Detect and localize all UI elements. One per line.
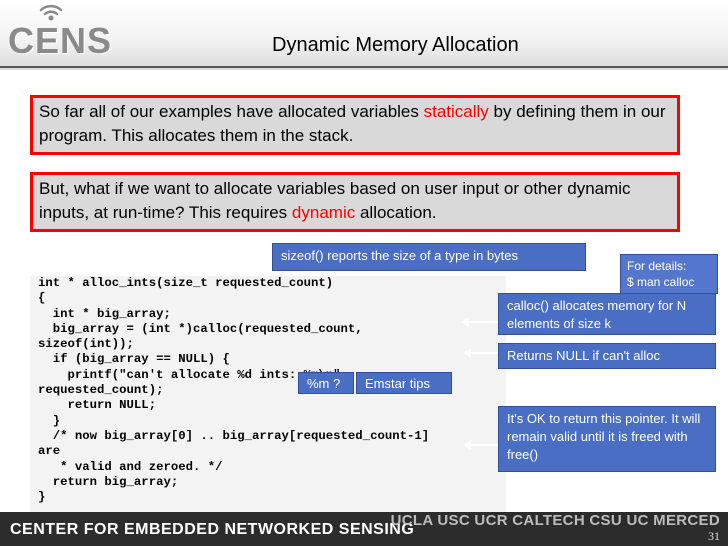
page-number: 31 <box>708 529 720 543</box>
ok-return-arrow <box>463 440 498 450</box>
footer-org-name: CENTER FOR EMBEDDED NETWORKED SENSING <box>10 521 415 538</box>
logo-text: CENS <box>8 20 113 61</box>
title-divider <box>0 66 728 68</box>
details-note-line2: $ man calloc <box>627 275 695 289</box>
code-line: } <box>38 413 61 428</box>
calloc-callout-text: calloc() allocates memory for N elements… <box>507 298 687 331</box>
slide-header: CENS Dynamic Memory Allocation <box>0 0 728 70</box>
code-line: return NULL; <box>38 398 157 413</box>
static-allocation-box: So far all of our examples have allocate… <box>30 95 680 155</box>
percent-m-tip: %m ? <box>298 372 354 394</box>
code-line: if (big_array == NULL) { <box>38 352 230 367</box>
emstar-tips-callout: Emstar tips <box>356 372 452 394</box>
slide-title: Dynamic Memory Allocation <box>272 34 519 56</box>
calloc-arrow <box>461 317 498 327</box>
cens-logo <box>39 5 63 21</box>
code-line: int * alloc_ints(size_t requested_count) <box>38 276 334 290</box>
returns-null-callout: Returns NULL if can't alloc <box>498 343 716 369</box>
dynamic-allocation-text: But, what if we want to allocate variabl… <box>33 175 677 229</box>
dynamic-allocation-box: But, what if we want to allocate variabl… <box>30 172 680 232</box>
code-line: /* now big_array[0] .. big_array[request… <box>38 428 430 443</box>
calloc-callout: calloc() allocates memory for N elements… <box>498 293 716 335</box>
sizeof-callout-text: sizeof() reports the size of a type in b… <box>281 248 518 263</box>
code-line: big_array = (int *)calloc(requested_coun… <box>38 321 363 336</box>
code-line: sizeof(int)); <box>38 337 134 352</box>
code-line: int * big_array; <box>38 306 171 321</box>
footer-partners: UCLA USC UCR CALTECH CSU UC MERCED <box>390 512 720 529</box>
dynamic-word: dynamic <box>291 203 356 222</box>
ok-return-callout-text: It's OK to return this pointer. It will … <box>507 411 701 462</box>
statically-word: statically <box>423 102 489 121</box>
static-allocation-text: So far all of our examples have allocate… <box>33 98 677 152</box>
ok-return-callout: It's OK to return this pointer. It will … <box>498 406 716 472</box>
details-note-line1: For details: <box>627 259 687 273</box>
details-note: For details: $ man calloc <box>620 254 718 294</box>
code-block: int * alloc_ints(size_t requested_count)… <box>30 276 506 513</box>
slide-footer: CENTER FOR EMBEDDED NETWORKED SENSING UC… <box>0 512 728 546</box>
sizeof-callout: sizeof() reports the size of a type in b… <box>272 243 586 271</box>
code-line: { <box>38 291 46 306</box>
code-line: * valid and zeroed. */ <box>38 459 223 474</box>
code-line: requested_count); <box>38 383 164 398</box>
returns-null-arrow <box>463 348 498 358</box>
code-line: printf("can't allocate %d ints: %m\n", <box>38 367 348 382</box>
code-line: return big_array; <box>38 474 179 489</box>
code-line: are <box>38 444 61 459</box>
returns-null-callout-text: Returns NULL if can't alloc <box>507 348 661 363</box>
code-line: } <box>38 490 46 505</box>
